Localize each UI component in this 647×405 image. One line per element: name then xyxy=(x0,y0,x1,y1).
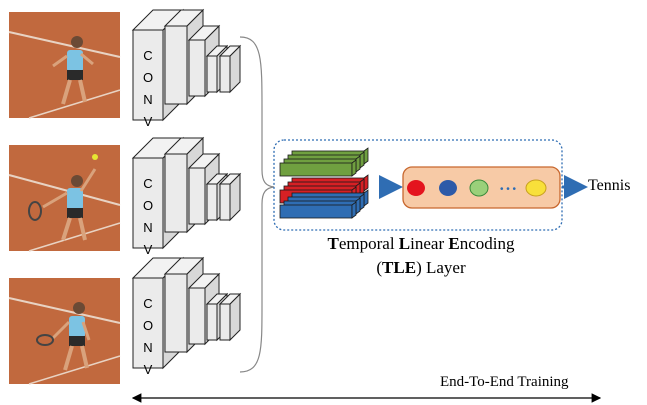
conv-letter: O xyxy=(143,198,153,213)
frame-serve-follow xyxy=(8,278,121,385)
court-line xyxy=(8,297,121,324)
tle-caption-open-paren: ( xyxy=(376,258,383,277)
player-figure xyxy=(28,154,98,241)
frame-serve-stance xyxy=(8,12,121,119)
aggregation-brace xyxy=(239,36,275,373)
feature-map-slice xyxy=(279,204,353,219)
tle-caption-line1: Temporal Linear Encoding xyxy=(262,232,580,256)
player-figure xyxy=(36,302,91,371)
tle-caption-acronym: TLE xyxy=(382,258,417,277)
court-line xyxy=(28,355,121,385)
encoding-circles xyxy=(407,179,547,197)
conv-letter: C xyxy=(143,48,152,63)
conv-letter: O xyxy=(143,70,153,85)
conv-letter: V xyxy=(144,242,153,257)
training-label: End-To-End Training xyxy=(440,374,569,390)
feature-map-edge xyxy=(363,189,369,207)
tle-caption-e-bold: E xyxy=(448,234,460,253)
tle-caption-layer: ) Layer xyxy=(416,258,466,277)
feature-map-edge xyxy=(351,201,357,219)
conv-slab xyxy=(218,172,242,222)
court-line xyxy=(28,222,121,252)
player-figure xyxy=(52,36,94,105)
feature-map-edge xyxy=(355,155,361,173)
racket xyxy=(36,334,54,346)
conv-letter: N xyxy=(143,340,152,355)
output-label: Tennis xyxy=(588,177,631,194)
tle-caption-line2: (TLE) Layer xyxy=(262,256,580,280)
tle-caption-e-rest: ncoding xyxy=(459,234,515,253)
feature-map-edge xyxy=(355,197,361,215)
feature-map-edge xyxy=(359,193,365,211)
feature-map-slice xyxy=(279,162,353,177)
feature-map-edge xyxy=(359,151,365,169)
court-line xyxy=(8,31,121,58)
encoding-circle xyxy=(407,180,425,196)
video-frames xyxy=(8,12,121,385)
conv-letter: N xyxy=(143,220,152,235)
conv-letter: C xyxy=(143,176,152,191)
frame-serve-toss xyxy=(8,145,121,252)
tle-caption-t-bold: T xyxy=(327,234,339,253)
court-line xyxy=(28,89,121,119)
conv-letter: V xyxy=(144,362,153,377)
feature-map-edge xyxy=(351,159,357,177)
encoding-circle xyxy=(525,179,547,197)
tle-caption: Temporal Linear Encoding (TLE) Layer xyxy=(262,232,580,280)
conv-letter: V xyxy=(144,114,153,129)
racket xyxy=(28,201,42,221)
tle-caption-l-rest: inear xyxy=(410,234,449,253)
conv-letter: O xyxy=(143,318,153,333)
court-line xyxy=(8,174,121,206)
conv-letter: N xyxy=(143,92,152,107)
encoding-ellipsis: • • • xyxy=(500,184,517,195)
tle-layer-box xyxy=(273,139,563,231)
encoding-circle xyxy=(439,180,457,196)
tle-caption-l-bold: L xyxy=(398,234,411,253)
conv-slab xyxy=(218,44,242,94)
feature-maps xyxy=(279,147,369,219)
feature-map-edge xyxy=(363,174,369,192)
encoding-circle xyxy=(469,179,489,197)
conv-letter: C xyxy=(143,296,152,311)
conv-slab xyxy=(218,292,242,342)
tennis-ball xyxy=(92,154,98,160)
feature-map-edge xyxy=(363,147,369,165)
tle-caption-t-rest: emporal xyxy=(338,234,399,253)
